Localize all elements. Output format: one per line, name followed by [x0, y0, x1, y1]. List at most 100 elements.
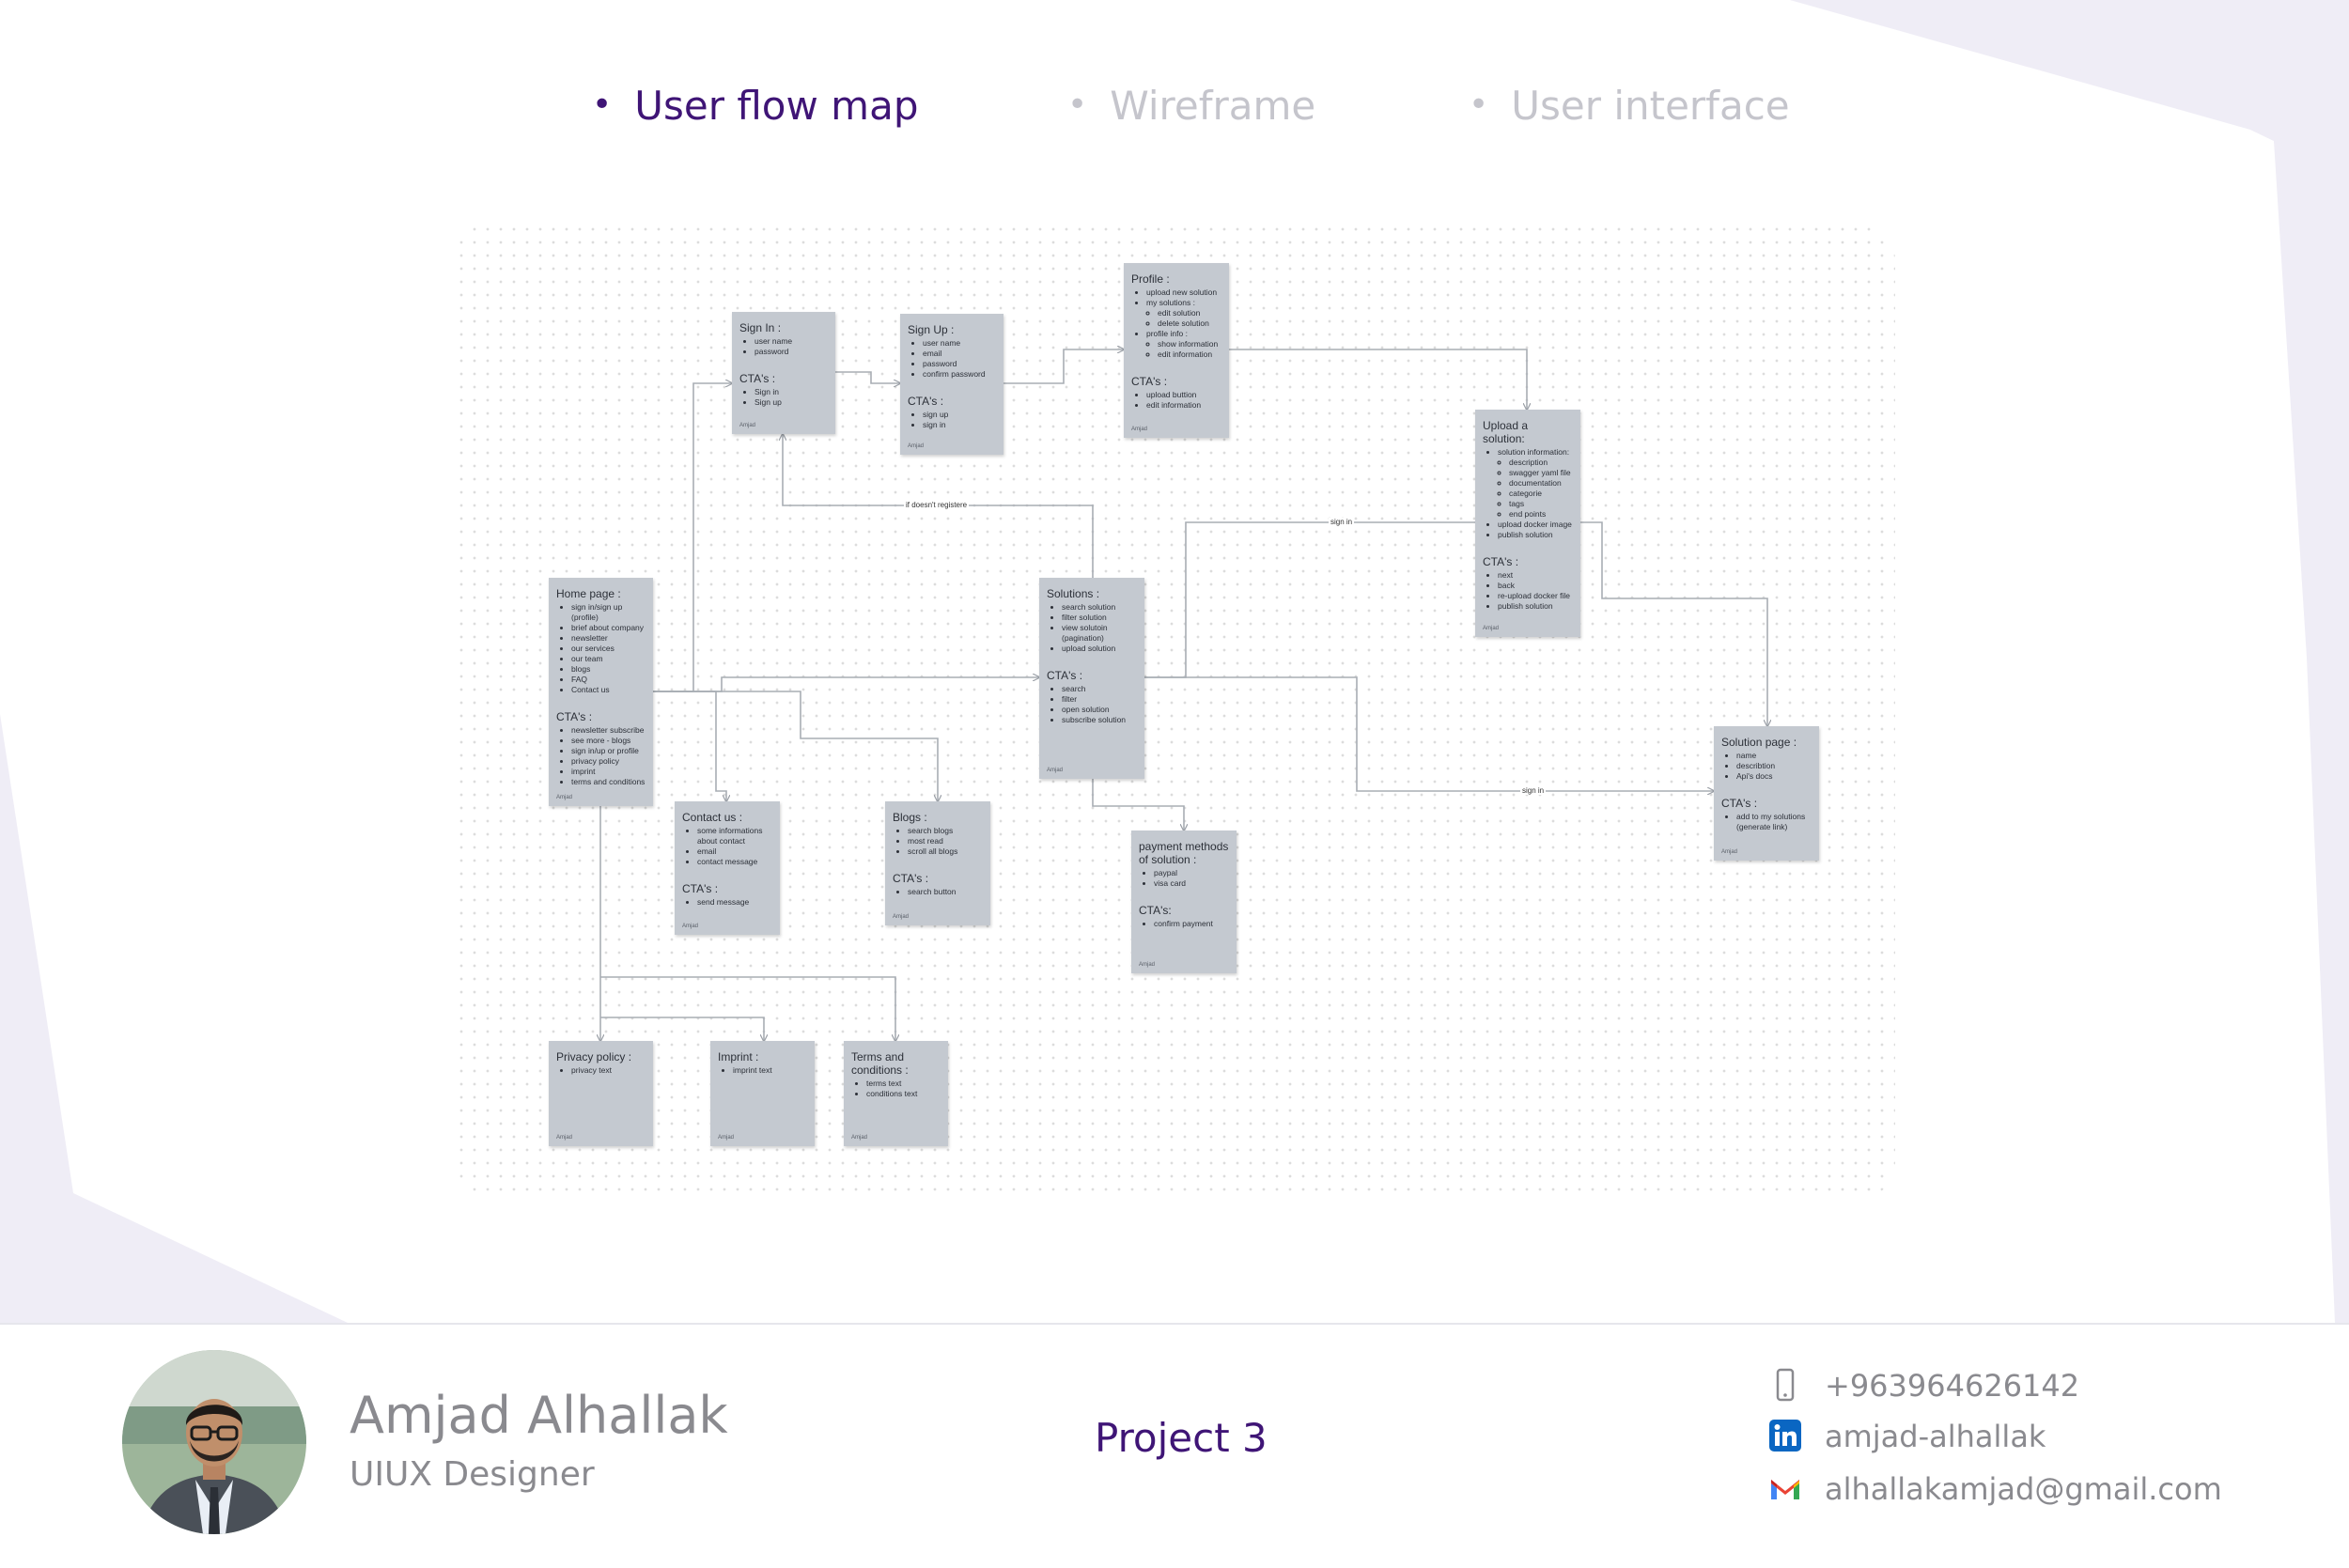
- node-item: scroll all blogs: [908, 846, 983, 857]
- node-items: some informations about contact email co…: [682, 826, 772, 867]
- node-items: name describtion Api's docs: [1721, 751, 1812, 782]
- node-items: solution information: description swagge…: [1483, 447, 1573, 540]
- node-items: paypal visa card: [1139, 868, 1229, 889]
- node-item: our services: [571, 644, 646, 654]
- node-item: brief about company: [571, 623, 646, 633]
- project-title: Project 3: [1095, 1415, 1268, 1461]
- edge-home-blogs: [653, 691, 938, 801]
- node-item: our team: [571, 654, 646, 664]
- node-item: my solutions : edit solution delete solu…: [1146, 298, 1221, 329]
- node-upload-solution: Upload a solution: solution information:…: [1475, 410, 1580, 637]
- node-subitem: tags: [1509, 499, 1573, 509]
- gmail-icon: [1771, 1480, 1799, 1499]
- node-item: upload docker image: [1498, 520, 1573, 530]
- cta-list: next back re-upload docker file publish …: [1483, 570, 1573, 612]
- node-item: profile info : show information edit inf…: [1146, 329, 1221, 360]
- node-subitem: description: [1509, 458, 1573, 468]
- node-items: search solution filter solution view sol…: [1047, 602, 1137, 654]
- node-item: upload new solution: [1146, 287, 1221, 298]
- linkedin-handle[interactable]: amjad-alhallak: [1825, 1419, 2046, 1454]
- node-item-label: solution information:: [1498, 447, 1570, 457]
- node-item: describtion: [1736, 761, 1812, 771]
- edge-home-signin: [653, 383, 732, 692]
- designer-role: UIUX Designer: [350, 1455, 595, 1494]
- node-item-label: my solutions :: [1146, 298, 1195, 307]
- node-items: upload new solution my solutions : edit …: [1131, 287, 1221, 360]
- tab-wireframe[interactable]: •Wireframe: [1067, 83, 1316, 129]
- edge-home-solutions: [653, 677, 1039, 692]
- node-item-label: profile info :: [1146, 329, 1188, 338]
- cta-heading: CTA's :: [893, 872, 929, 885]
- edge-solutions-upload: [1144, 521, 1475, 678]
- cta-item: upload buttion: [1146, 390, 1221, 400]
- node-blogs: Blogs : search blogs most read scroll al…: [885, 801, 990, 925]
- node-item: some informations about contact: [697, 826, 772, 846]
- cta-list: upload buttion edit information: [1131, 390, 1221, 411]
- linkedin-icon: [1769, 1420, 1801, 1452]
- email-address[interactable]: alhallakamjad@gmail.com: [1825, 1471, 2222, 1507]
- node-item: visa card: [1154, 878, 1229, 889]
- node-subitem: delete solution: [1158, 318, 1221, 329]
- node-subitem: categorie: [1509, 489, 1573, 499]
- cta-heading: CTA's :: [682, 882, 719, 895]
- edge-upload-solutionpage: [1580, 521, 1767, 726]
- cta-heading: CTA's:: [1139, 904, 1172, 917]
- node-title: Home page :: [556, 587, 621, 600]
- author-tag: Amjad: [556, 1135, 573, 1141]
- cta-item: open solution: [1062, 705, 1137, 715]
- cta-item: subscribe solution: [1062, 715, 1137, 725]
- designer-name: Amjad Alhallak: [350, 1386, 728, 1445]
- node-items: imprint text: [718, 1065, 807, 1076]
- node-item: contact message: [697, 857, 772, 867]
- cta-item: next: [1498, 570, 1573, 581]
- cta-item: send message: [697, 897, 772, 908]
- node-item: Api's docs: [1736, 771, 1812, 782]
- node-subitem: edit solution: [1158, 308, 1221, 318]
- cta-list: confirm payment: [1139, 919, 1229, 929]
- node-item: name: [1736, 751, 1812, 761]
- node-item: FAQ: [571, 675, 646, 685]
- node-contact-us: Contact us : some informations about con…: [675, 801, 780, 935]
- node-subitem: documentation: [1509, 478, 1573, 489]
- footer-bar: [0, 1323, 2349, 1568]
- node-item: password: [923, 359, 996, 369]
- cta-item: newsletter subscribe: [571, 725, 646, 736]
- node-subitem: edit information: [1158, 349, 1221, 360]
- section-tabs: •User flow map •Wireframe •User interfac…: [0, 83, 2349, 139]
- cta-list: add to my solutions (generate link): [1721, 812, 1812, 832]
- node-subitems: description swagger yaml file documentat…: [1498, 458, 1573, 520]
- edge-label-sign-in: sign in: [1329, 518, 1355, 526]
- node-item: terms text: [866, 1079, 941, 1089]
- node-title: Solutions :: [1047, 587, 1100, 600]
- node-item: Contact us: [571, 685, 646, 695]
- node-item: paypal: [1154, 868, 1229, 878]
- cta-item: terms and conditions: [571, 777, 646, 787]
- node-item: email: [923, 349, 996, 359]
- author-tag: Amjad: [893, 914, 910, 920]
- tab-user-interface[interactable]: •User interface: [1469, 83, 1790, 129]
- author-tag: Amjad: [1139, 962, 1156, 968]
- author-tag: Amjad: [908, 443, 925, 449]
- cta-item: imprint: [571, 767, 646, 777]
- cta-list: Sign in Sign up: [739, 387, 828, 408]
- node-items: user name password: [739, 336, 828, 357]
- cta-heading: CTA's :: [1721, 797, 1758, 810]
- cta-heading: CTA's :: [1483, 555, 1519, 568]
- node-item: email: [697, 846, 772, 857]
- author-tag: Amjad: [851, 1135, 868, 1141]
- node-item: upload solution: [1062, 644, 1137, 654]
- node-sign-in: Sign In : user name password CTA's : Sig…: [732, 312, 835, 434]
- tab-user-flow-map[interactable]: •User flow map: [592, 83, 919, 129]
- node-terms-and-conditions: Terms and conditions : terms text condit…: [844, 1041, 948, 1146]
- cta-item: privacy policy: [571, 756, 646, 767]
- node-item: publish solution: [1498, 530, 1573, 540]
- cta-item: search: [1062, 684, 1137, 694]
- cta-item: search button: [908, 887, 983, 897]
- node-payment-methods: payment methods of solution : paypal vis…: [1131, 831, 1237, 973]
- author-tag: Amjad: [556, 795, 573, 800]
- node-subitem: swagger yaml file: [1509, 468, 1573, 478]
- node-subitems: show information edit information: [1146, 339, 1221, 360]
- node-items: terms text conditions text: [851, 1079, 941, 1099]
- node-solution-page: Solution page : name describtion Api's d…: [1714, 726, 1819, 861]
- cta-heading: CTA's :: [1047, 669, 1083, 682]
